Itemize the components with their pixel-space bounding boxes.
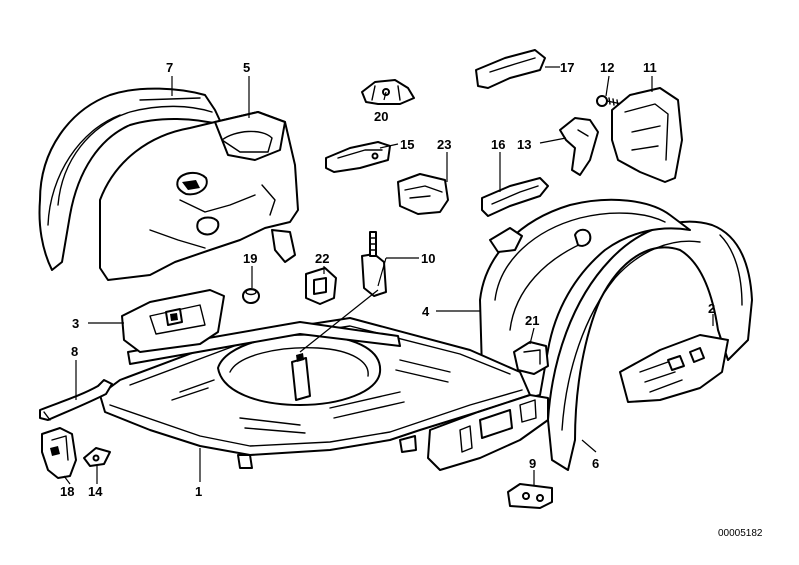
label-part-5: 5	[243, 60, 250, 75]
label-part-19: 19	[243, 251, 257, 266]
callout-labels: 7 5 20 17 12 11 15 23 16 13 10 19 22 3 4…	[60, 60, 715, 499]
label-part-6: 6	[592, 456, 599, 471]
label-part-22: 22	[315, 251, 329, 266]
label-part-12: 12	[600, 60, 614, 75]
part-18-bracket	[41, 427, 77, 479]
part-21-clip	[513, 341, 549, 375]
label-part-11: 11	[643, 60, 657, 75]
part-4-lower-section	[427, 394, 549, 471]
label-part-3: 3	[72, 316, 79, 331]
diagram-reference-number: 00005182	[718, 528, 763, 539]
part-23-bracket	[397, 173, 449, 215]
part-14-clip-nut	[83, 447, 111, 467]
leader-lines	[63, 66, 714, 486]
part-1-trunk-floor	[99, 317, 531, 469]
label-part-1: 1	[195, 484, 202, 499]
part-11-cover-plate	[611, 87, 683, 183]
label-part-23: 23	[437, 137, 451, 152]
part-20-bracket	[361, 79, 415, 105]
label-part-10: 10	[421, 251, 435, 266]
label-part-20: 20	[374, 109, 388, 124]
label-part-15: 15	[400, 137, 414, 152]
label-part-7: 7	[166, 60, 173, 75]
label-part-17: 17	[560, 60, 574, 75]
part-15-bracket	[325, 141, 391, 173]
part-17-bracket	[475, 49, 546, 89]
label-part-16: 16	[491, 137, 505, 152]
part-19-grommet	[242, 288, 260, 304]
part-13-bracket	[559, 117, 599, 176]
part-5-wheel-housing-inner	[99, 111, 299, 281]
label-part-4: 4	[422, 304, 430, 319]
label-part-8: 8	[71, 344, 78, 359]
label-part-13: 13	[517, 137, 531, 152]
part-22-clip	[305, 267, 337, 305]
label-part-18: 18	[60, 484, 74, 499]
label-part-14: 14	[88, 484, 103, 499]
label-part-9: 9	[529, 456, 536, 471]
part-7-wheel-arch-outer	[38, 87, 223, 271]
part-10-support	[361, 231, 387, 297]
label-part-2: 2	[708, 301, 715, 316]
part-3-trim-panel	[121, 289, 225, 353]
part-9-clip	[507, 483, 553, 509]
part-6-wheel-housing-lower	[619, 334, 729, 403]
part-16-bracket	[481, 177, 549, 217]
label-part-21: 21	[525, 313, 539, 328]
